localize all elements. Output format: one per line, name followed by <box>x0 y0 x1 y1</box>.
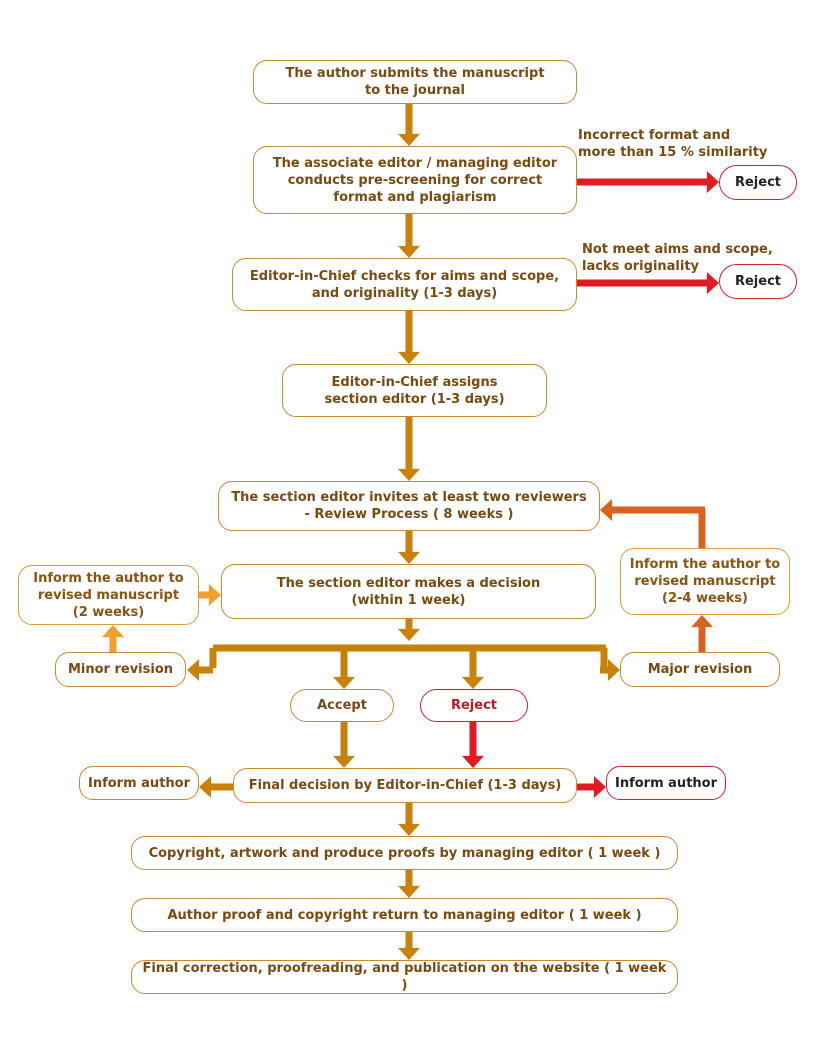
reject-after-review-box: Reject <box>420 689 528 722</box>
arrow-decision-to-branch-head <box>398 628 420 641</box>
arrow-final-to-inform-right-head <box>593 776 606 798</box>
invite-reviewers-step: The section editor invites at least two … <box>218 481 600 531</box>
arrow-assign-to-invite-head <box>398 468 420 481</box>
accept-box: Accept <box>290 689 394 722</box>
copyright-proofs-step: Copyright, artwork and produce proofs by… <box>131 836 678 870</box>
inform-author-left-box: Inform author <box>79 766 199 800</box>
reject-prescreen-box: Reject <box>719 165 797 200</box>
final-decision-step: Final decision by Editor-in-Chief (1-3 d… <box>233 768 577 803</box>
arrow-accept-to-final-head <box>333 755 355 768</box>
minor-revision-box: Minor revision <box>55 652 186 687</box>
reject-scope-box: Reject <box>719 264 797 299</box>
arrow-aims-to-assign-head <box>398 351 420 364</box>
arrow-to-minor-head <box>187 659 200 681</box>
prescreening-step: The associate editor / managing editor c… <box>253 146 577 214</box>
inform-major-revision-box: Inform the author to revised manuscript … <box>620 548 790 615</box>
arrow-inform-major-to-invite-head <box>600 499 613 521</box>
inform-author-right-box: Inform author <box>606 766 726 800</box>
inform-minor-revision-box: Inform the author to revised manuscript … <box>18 565 199 625</box>
arrow-final-to-copyright-head <box>398 823 420 836</box>
reject-reason-scope: Not meet aims and scope, lacks originali… <box>582 242 773 274</box>
arrow-proof-to-publish-head <box>398 947 420 960</box>
final-publication-step: Final correction, proofreading, and publ… <box>131 960 678 994</box>
arrow-to-reject-review-head <box>462 676 484 689</box>
arrow-final-to-inform-left-head <box>199 776 212 798</box>
arrow-major-to-inform-head <box>691 615 713 628</box>
arrow-to-reject-scope-head <box>706 272 719 294</box>
arrow-submit-to-prescreen-head <box>398 133 420 146</box>
aims-scope-check-step: Editor-in-Chief checks for aims and scop… <box>232 258 577 311</box>
arrow-prescreen-to-aims-head <box>398 245 420 258</box>
author-proof-step: Author proof and copyright return to man… <box>131 898 678 932</box>
assign-section-editor-step: Editor-in-Chief assigns section editor (… <box>282 364 547 417</box>
reject-reason-format: Incorrect format and more than 15 % simi… <box>578 128 768 160</box>
arrow-invite-to-decision-head <box>398 551 420 564</box>
arrow-to-accept-head <box>333 676 355 689</box>
section-editor-decision-step: The section editor makes a decision (wit… <box>221 564 596 619</box>
arrow-to-reject-prescreen-head <box>706 171 719 193</box>
arrow-copyright-to-proof-head <box>398 885 420 898</box>
arrow-minor-to-inform-head <box>102 625 124 638</box>
submit-manuscript-step: The author submits the manuscript to the… <box>253 60 577 104</box>
major-revision-box: Major revision <box>620 652 780 687</box>
arrow-to-major-head <box>607 659 620 681</box>
arrow-reject-to-final-head <box>462 755 484 768</box>
arrow-inform-minor-to-decision-head <box>208 584 221 606</box>
